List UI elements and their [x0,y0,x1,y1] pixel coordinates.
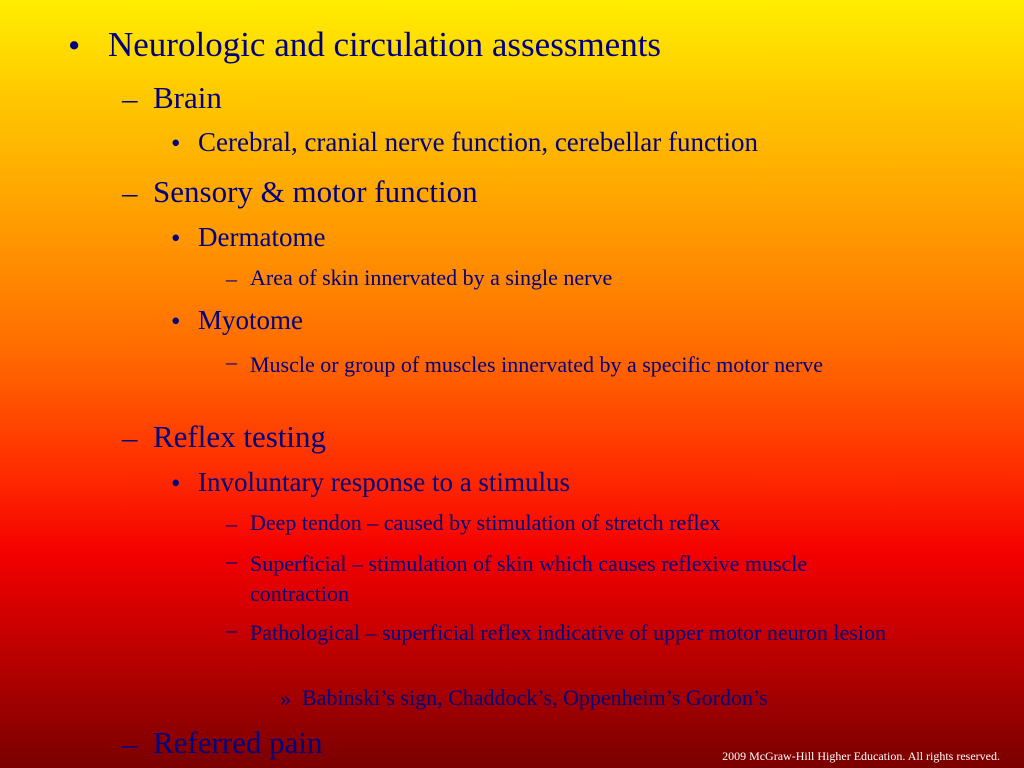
bullet-text-involuntary: Involuntary response to a stimulus [198,467,570,497]
bullet-text-dermatome: Dermatome [198,222,326,252]
bullet-text-babinski: Babinski’s sign, Chaddock’s, Oppenheim’s… [302,685,768,710]
bullet-text-dermatome-def: Area of skin innervated by a single nerv… [250,265,613,290]
dash-marker: – [226,266,237,291]
dash-marker: – [226,617,237,642]
bullet-marker: • [68,26,81,65]
bullet-marker: • [171,306,181,336]
bullet-text-superficial: Superficial – stimulation of skin which … [250,551,808,606]
bullet-text-sensory-motor: Sensory & motor function [153,174,478,209]
bullet-marker: • [171,128,181,158]
dash-marker: – [122,175,138,210]
dash-marker: – [122,81,138,116]
bullet-text-brain: Brain [153,80,222,115]
bullet-text-referred-pain: Referred pain [153,725,323,760]
bullet-text-myotome-def: Muscle or group of muscles innervated by… [250,352,824,377]
dash-marker: – [122,420,138,455]
dash-marker: – [122,726,138,761]
bullet-text-neurologic: Neurologic and circulation assessments [108,25,662,64]
dash-marker: – [226,511,237,536]
bullet-text-cerebral: Cerebral, cranial nerve function, cerebe… [198,127,758,157]
bullet-text-pathological: Pathological – superficial reflex indica… [250,620,886,645]
copyright-footer: 2009 McGraw-Hill Higher Education. All r… [722,749,1000,763]
dash-marker: – [226,349,237,374]
dash-marker: – [226,548,237,573]
bullet-text-reflex-testing: Reflex testing [153,419,327,454]
bullet-text-myotome: Myotome [198,305,303,335]
chevron-marker: » [280,686,291,711]
bullet-text-deep-tendon: Deep tendon – caused by stimulation of s… [250,510,721,535]
bullet-marker: • [171,223,181,253]
bullet-marker: • [171,468,181,498]
